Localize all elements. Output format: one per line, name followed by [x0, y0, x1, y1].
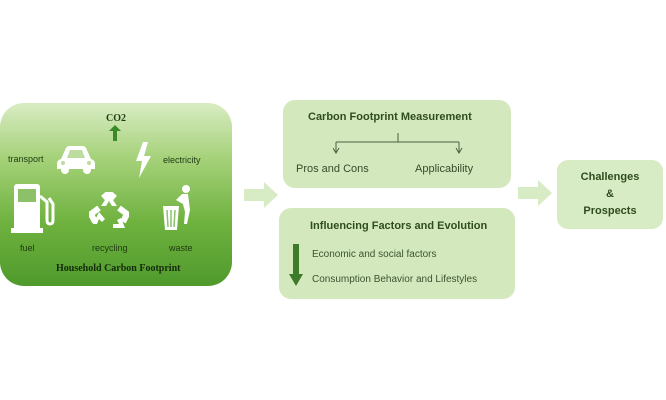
- right-arrow-icon-2: [518, 180, 552, 206]
- factors-title: Influencing Factors and Evolution: [310, 220, 488, 232]
- co2-up-arrow-icon: [109, 125, 121, 141]
- household-carbon-footprint-title: Household Carbon Footprint: [56, 263, 181, 274]
- transport-label: transport: [8, 154, 44, 164]
- applicability-label: Applicability: [415, 163, 474, 175]
- challenges-box: [557, 160, 663, 229]
- right-arrow-icon: [244, 182, 278, 208]
- car-icon: [57, 146, 95, 174]
- factors-box: [279, 208, 515, 299]
- waste-label: waste: [169, 243, 193, 253]
- ampersand-label: &: [606, 188, 614, 200]
- economic-social-factors-label: Economic and social factors: [312, 249, 437, 260]
- pros-and-cons-label: Pros and Cons: [296, 163, 369, 175]
- challenges-label: Challenges: [580, 171, 640, 183]
- trash-icon: [163, 185, 190, 230]
- fuel-pump-icon: [11, 184, 55, 233]
- electricity-label: electricity: [163, 155, 201, 165]
- consumption-behavior-label: Consumption Behavior and Lifestyles: [312, 274, 478, 285]
- measurement-title: Carbon Footprint Measurement: [308, 111, 472, 123]
- challenges-prospects-text: Challenges & Prospects: [557, 169, 663, 220]
- co2-label: CO2: [106, 113, 126, 124]
- branch-connector: [333, 133, 463, 154]
- recycling-label: recycling: [92, 243, 128, 253]
- measurement-box: [283, 100, 511, 188]
- down-arrow-icon: [289, 244, 303, 286]
- recycle-icon: [89, 192, 129, 228]
- prospects-label: Prospects: [583, 205, 637, 217]
- fuel-label: fuel: [20, 243, 35, 253]
- lightning-icon: [136, 142, 151, 178]
